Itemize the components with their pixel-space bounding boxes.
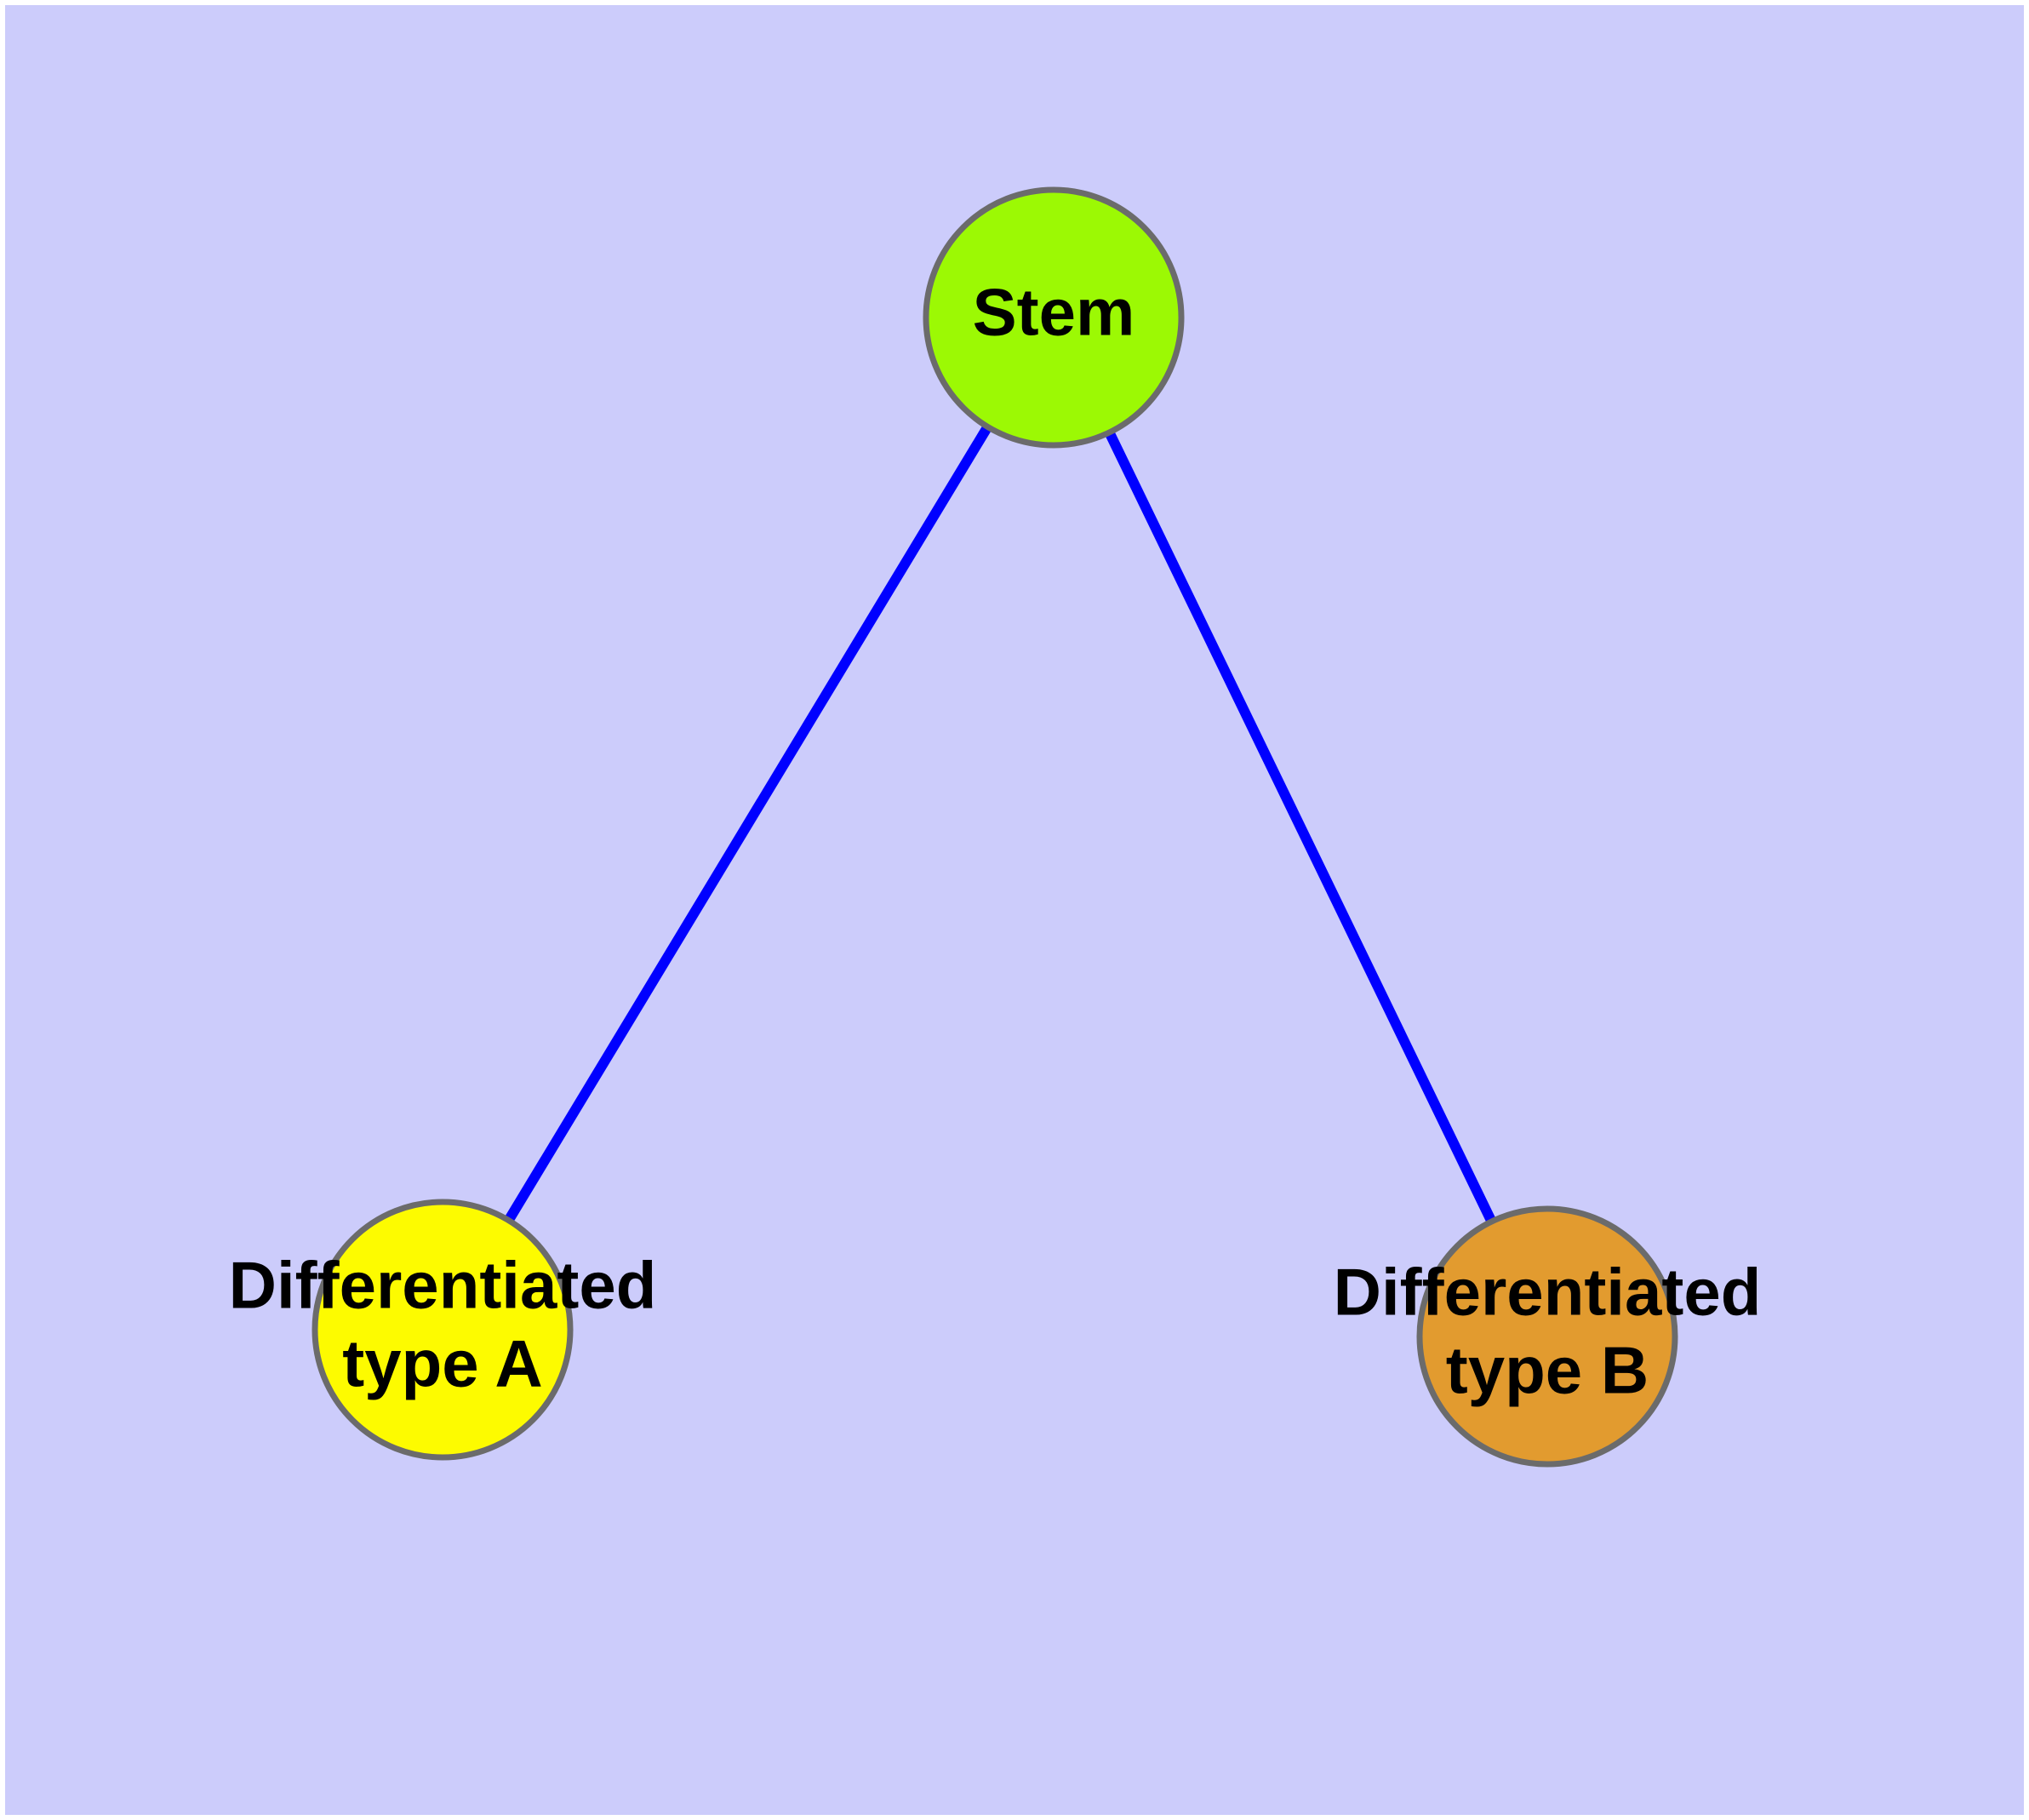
node-label-line: type B bbox=[1446, 1333, 1649, 1408]
graph-node-diff_a[interactable] bbox=[311, 1199, 574, 1461]
node-label-line: Differentiated bbox=[1334, 1255, 1762, 1330]
node-label-stem: Stem bbox=[973, 275, 1135, 350]
graph-node-stem[interactable] bbox=[923, 186, 1185, 449]
graph-node-diff_b[interactable] bbox=[1416, 1205, 1678, 1468]
edges-layer bbox=[502, 421, 1498, 1228]
node-circle-diff_b[interactable] bbox=[1416, 1205, 1678, 1468]
graph-edge[interactable] bbox=[502, 421, 994, 1227]
node-label-line: type A bbox=[342, 1326, 543, 1401]
node-circle-diff_a[interactable] bbox=[311, 1199, 574, 1461]
node-label-line: Differentiated bbox=[229, 1248, 657, 1323]
graph-edge[interactable] bbox=[1103, 426, 1498, 1228]
node-label-line: Stem bbox=[973, 275, 1135, 350]
node-circle-stem[interactable] bbox=[923, 186, 1185, 449]
